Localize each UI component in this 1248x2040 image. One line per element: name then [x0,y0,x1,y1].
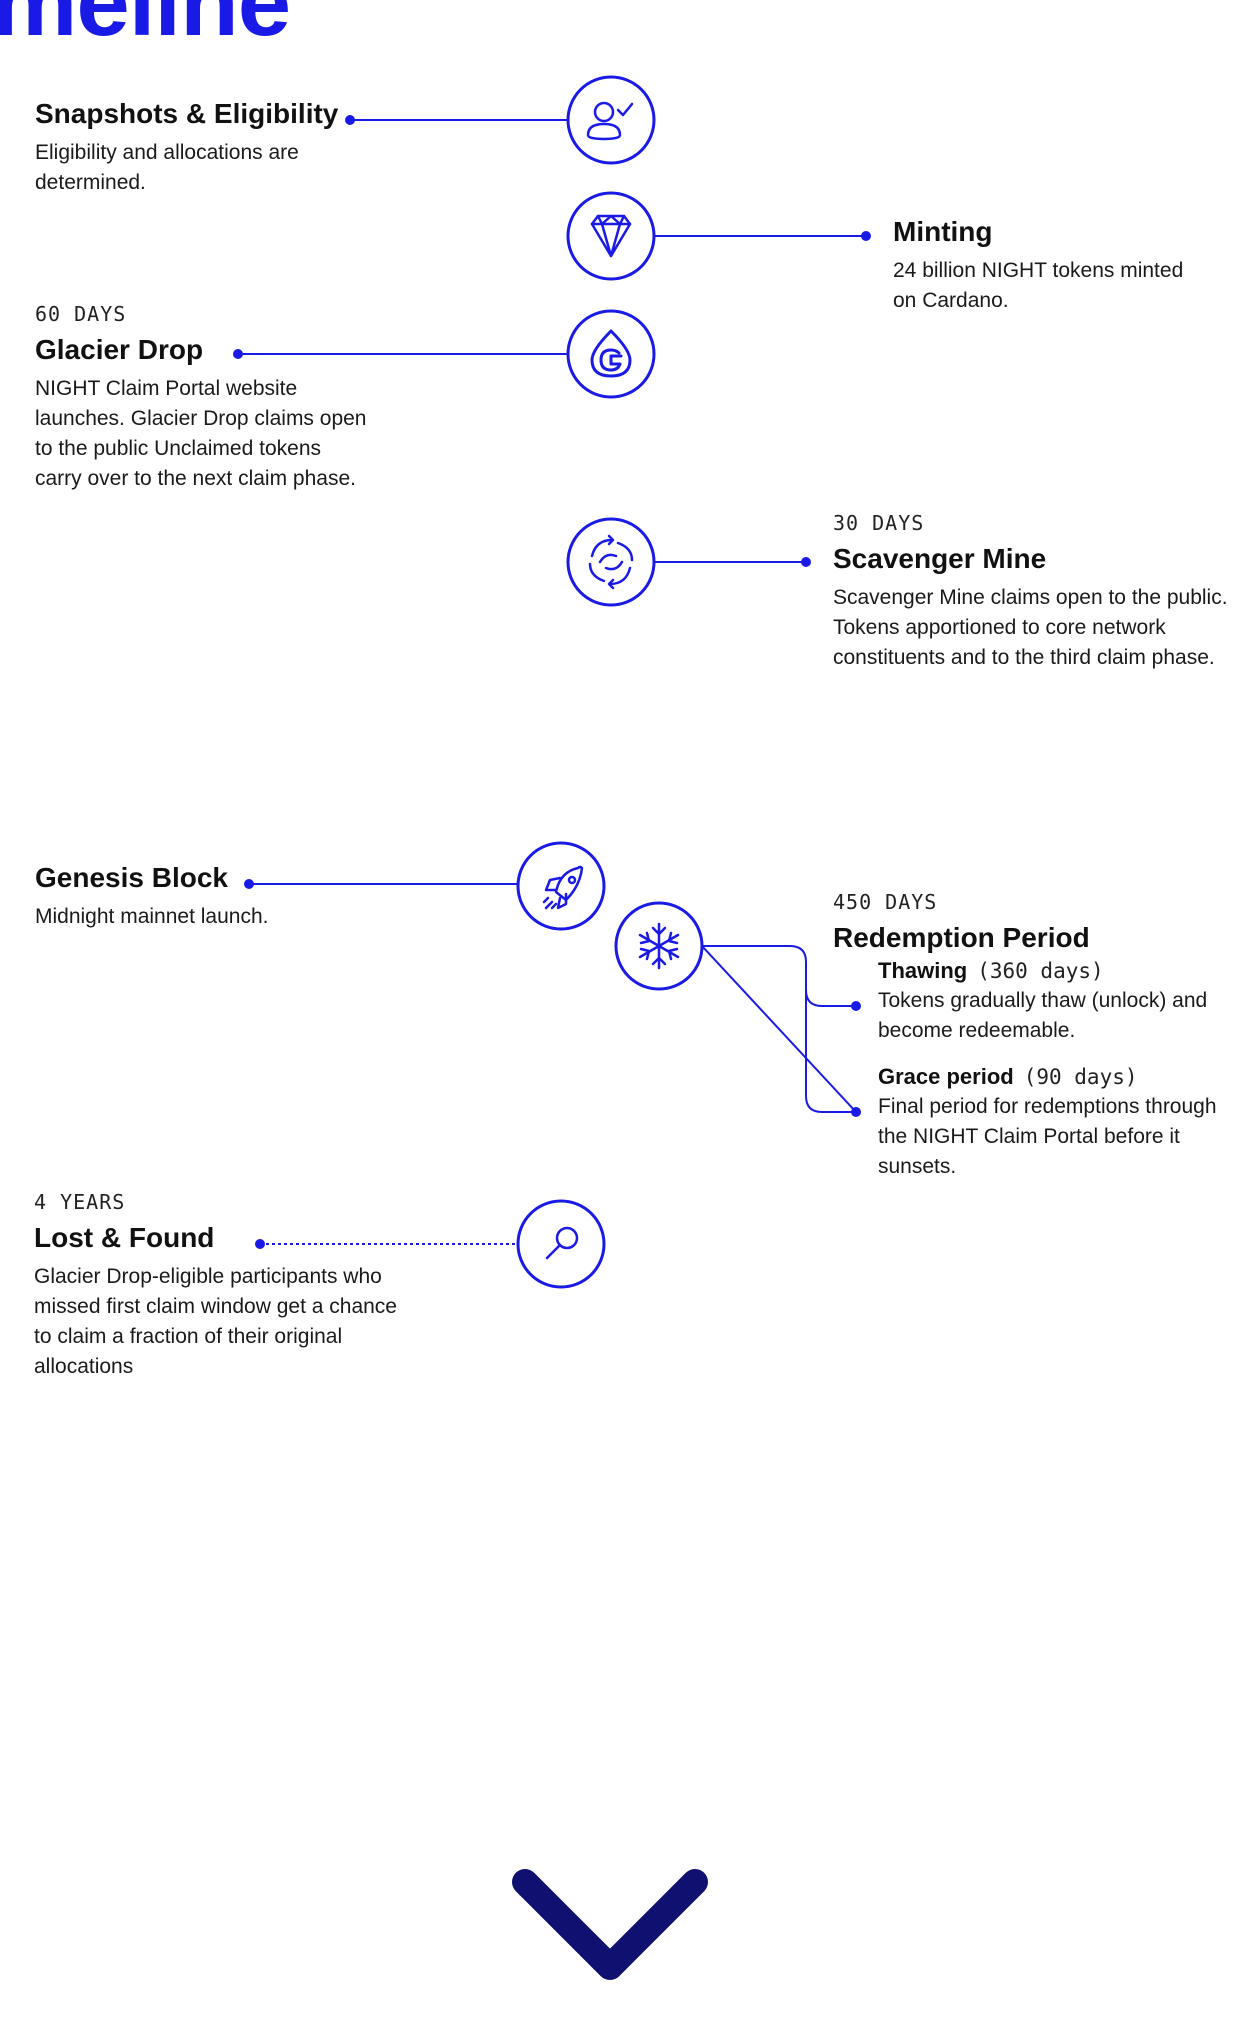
event-duration: 60 DAYS [35,302,127,326]
event-duration: 4 YEARS [34,1190,126,1214]
genesis-node [516,841,606,931]
sub-phase-thawing: Thawing (360 days) Tokens gradually thaw … [878,958,1228,1046]
user-check-icon [586,101,634,141]
event-description: Scavenger Mine claims open to the public… [833,586,1228,669]
event-redemption: 450 DAYS Redemption Period [833,890,1228,962]
event-duration: 450 DAYS [833,890,938,914]
glacier-logo-icon [590,329,632,378]
event-title: Lost & Found [34,1222,215,1253]
event-glacier: 60 DAYS Glacier Drop NIGHT Claim Portal … [35,302,370,494]
sub-phase-name: Grace period [878,1064,1014,1089]
sub-phase-grace: Grace period (90 days) Final period for r… [878,1064,1228,1182]
event-title: Snapshots & Eligibility [35,98,339,129]
event-title: Scavenger Mine [833,543,1047,574]
event-genesis: Genesis Block Midnight mainnet launch. [35,862,355,932]
event-description: 24 billion NIGHT tokens minted on Cardan… [893,259,1184,312]
rocket-icon [542,865,584,910]
timeline-arrowhead [512,1869,708,1980]
glacier-node [566,309,656,399]
sub-phase-head: Thawing (360 days) [878,958,1228,984]
minting-node [566,191,656,281]
event-title: Minting [893,216,993,247]
snapshots-node [566,75,656,165]
sub-phase-description: Final period for redemptions through the… [878,1095,1217,1178]
scavenger-node [566,517,656,607]
event-description: Midnight mainnet launch. [35,905,269,928]
event-description: Glacier Drop-eligible participants who m… [34,1265,397,1378]
sub-phase-head: Grace period (90 days) [878,1064,1228,1090]
event-duration: 30 DAYS [833,511,925,535]
event-snapshots: Snapshots & Eligibility Eligibility and … [35,98,355,198]
event-description: NIGHT Claim Portal website launches. Gla… [35,377,367,490]
sub-phase-duration: (90 days) [1023,1065,1138,1089]
lostfound-node [516,1199,606,1289]
swirl-icon [588,534,634,590]
sub-phase-description: Tokens gradually thaw (unlock) and becom… [878,989,1208,1042]
event-title: Genesis Block [35,862,228,893]
sub-phase-name: Thawing [878,958,968,983]
sub-phase-duration: (360 days) [977,959,1104,983]
event-title: Glacier Drop [35,334,204,365]
event-lostfound: 4 YEARS Lost & Found Glacier Drop-eligib… [34,1190,404,1382]
event-description: Eligibility and allocations are determin… [35,141,299,194]
event-scavenger: 30 DAYS Scavenger Mine Scavenger Mine cl… [833,511,1228,673]
connector-redemption [699,945,859,1113]
snowflake-icon [638,922,680,970]
event-minting: Minting 24 billion NIGHT tokens minted o… [893,216,1193,316]
page-title: meline [0,0,291,56]
diamond-icon [590,214,632,258]
search-icon [545,1226,579,1260]
event-title: Redemption Period [833,922,1090,953]
connector-redemption-thawing [805,989,856,1007]
